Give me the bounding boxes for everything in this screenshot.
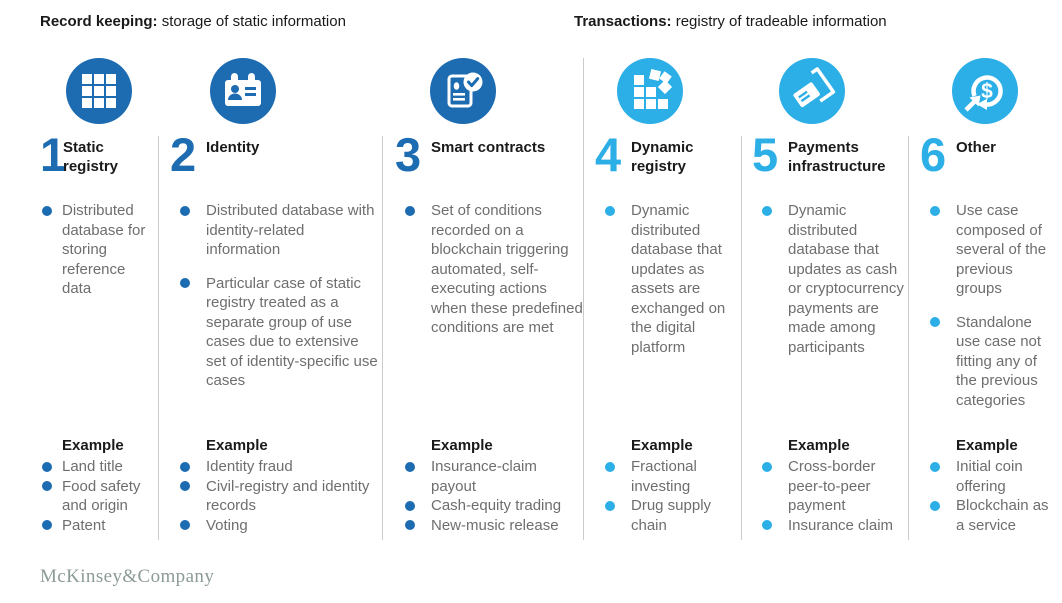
example-label: Example xyxy=(956,437,1018,454)
column-title: Payments infrastructure xyxy=(788,139,886,175)
example-item: Cross-border peer-to-peer payment xyxy=(752,457,908,516)
example-label: Example xyxy=(631,437,693,454)
example-block: Example Initial coin offering Blockchain… xyxy=(920,437,1052,535)
column-number: 1 xyxy=(40,128,66,181)
column-title: Other xyxy=(956,139,997,156)
example-item: Patent xyxy=(40,516,158,536)
section-label: Transactions: xyxy=(574,13,672,30)
column-heading: 1 Static registry xyxy=(40,128,158,181)
scattered-grid-icon xyxy=(617,58,683,124)
example-block: Example Insurance-claim payout Cash-equi… xyxy=(395,437,583,535)
column-title: Smart contracts xyxy=(431,139,546,156)
column-heading: 5 Payments infrastructure xyxy=(752,128,908,181)
description-item: Distributed database for storing referen… xyxy=(40,201,158,299)
column-divider xyxy=(741,136,742,540)
example-item: Initial coin offering xyxy=(920,457,1052,496)
column-dynamic-registry: 4 Dynamic registry Dynamic distributed d… xyxy=(595,58,741,534)
grid-icon xyxy=(66,58,132,124)
description-item: Dynamic distributed database that update… xyxy=(752,201,908,357)
example-block: Example Land title Food safety and origi… xyxy=(40,437,158,535)
example-item: Blockchain as a service xyxy=(920,496,1052,535)
document-check-icon xyxy=(430,58,496,124)
example-list: Land title Food safety and origin Patent xyxy=(40,457,158,535)
column-title: Identity xyxy=(206,139,260,156)
section-description: storage of static information xyxy=(157,13,346,30)
column-number: 5 xyxy=(752,128,778,181)
description-item: Dynamic distributed database that update… xyxy=(595,201,741,357)
column-description-list: Set of conditions recorded on a blockcha… xyxy=(395,201,583,338)
column-description-list: Dynamic distributed database that update… xyxy=(752,201,908,357)
column-heading: 2 Identity xyxy=(170,128,382,181)
description-item: Standalone use case not fitting any of t… xyxy=(920,313,1052,411)
column-title: Dynamic registry xyxy=(631,139,694,175)
example-item: Land title xyxy=(40,457,158,477)
description-item: Particular case of static registry treat… xyxy=(170,274,382,391)
example-item: Drug supply chain xyxy=(595,496,741,535)
column-description-list: Use case composed of several of the prev… xyxy=(920,201,1052,410)
example-list: Identity fraud Civil-registry and identi… xyxy=(170,457,382,535)
example-block: Example Identity fraud Civil-registry an… xyxy=(170,437,382,535)
example-item: Insurance-claim payout xyxy=(395,457,583,496)
section-header-record-keeping: Record keeping: storage of static inform… xyxy=(40,13,346,30)
column-number: 2 xyxy=(170,128,196,181)
column-divider xyxy=(158,136,159,540)
column-payments-infrastructure: 5 Payments infrastructure Dynamic distri… xyxy=(752,58,908,534)
example-item: Identity fraud xyxy=(170,457,382,477)
example-item: Fractional investing xyxy=(595,457,741,496)
example-item: Insurance claim xyxy=(752,516,908,536)
dollar-cycle-icon: $ xyxy=(952,58,1018,124)
example-list: Cross-border peer-to-peer payment Insura… xyxy=(752,457,908,535)
example-label: Example xyxy=(62,437,124,454)
column-identity: 2 Identity Distributed database with ide… xyxy=(170,58,382,534)
description-item: Distributed database with identity-relat… xyxy=(170,201,382,260)
description-item: Set of conditions recorded on a blockcha… xyxy=(395,201,583,338)
example-item: Cash-equity trading xyxy=(395,496,583,516)
column-heading: 4 Dynamic registry xyxy=(595,128,741,181)
example-list: Initial coin offering Blockchain as a se… xyxy=(920,457,1052,535)
column-number: 6 xyxy=(920,128,946,181)
id-card-icon xyxy=(210,58,276,124)
section-header-transactions: Transactions: registry of tradeable info… xyxy=(574,13,887,30)
example-item: Food safety and origin xyxy=(40,477,158,516)
column-heading: 6 Other xyxy=(920,128,1052,181)
card-payment-icon xyxy=(779,58,845,124)
example-item: Voting xyxy=(170,516,382,536)
section-description: registry of tradeable information xyxy=(671,13,887,30)
column-smart-contracts: 3 Smart contracts Set of conditions reco… xyxy=(395,58,583,534)
example-block: Example Fractional investing Drug supply… xyxy=(595,437,741,535)
svg-text:$: $ xyxy=(981,80,993,103)
example-block: Example Cross-border peer-to-peer paymen… xyxy=(752,437,908,535)
column-number: 3 xyxy=(395,128,421,181)
column-other: $ 6 Other Use case composed of several o… xyxy=(920,58,1052,534)
example-label: Example xyxy=(431,437,493,454)
example-label: Example xyxy=(788,437,850,454)
column-heading: 3 Smart contracts xyxy=(395,128,583,181)
column-description-list: Distributed database with identity-relat… xyxy=(170,201,382,391)
column-static-registry: 1 Static registry Distributed database f… xyxy=(40,58,158,534)
column-description-list: Dynamic distributed database that update… xyxy=(595,201,741,357)
column-title: Static registry xyxy=(63,139,119,175)
example-label: Example xyxy=(206,437,268,454)
column-divider xyxy=(382,136,383,540)
column-divider xyxy=(908,136,909,540)
section-label: Record keeping: xyxy=(40,13,158,30)
column-number: 4 xyxy=(595,128,621,181)
example-list: Insurance-claim payout Cash-equity tradi… xyxy=(395,457,583,535)
example-list: Fractional investing Drug supply chain xyxy=(595,457,741,535)
section-divider xyxy=(583,58,584,540)
column-description-list: Distributed database for storing referen… xyxy=(40,201,158,299)
mckinsey-logo: McKinsey&Company xyxy=(40,566,215,587)
example-item: Civil-registry and identity records xyxy=(170,477,382,516)
example-item: New-music release xyxy=(395,516,583,536)
description-item: Use case composed of several of the prev… xyxy=(920,201,1052,299)
